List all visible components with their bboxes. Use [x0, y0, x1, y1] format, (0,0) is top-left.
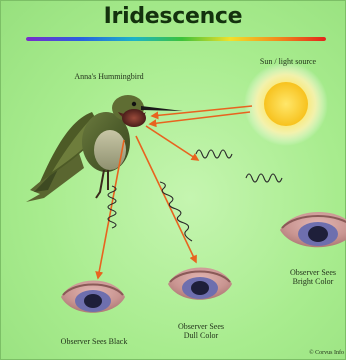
- wave-right-1: [196, 150, 232, 158]
- arrow-sun-to-bird-1: [152, 106, 252, 116]
- bird-label: Anna's Hummingbird: [64, 72, 154, 81]
- observer-dull-label: Observer Sees Dull Color: [172, 322, 230, 340]
- wave-right-2: [246, 174, 282, 182]
- arrow-to-observer-dull: [136, 136, 196, 262]
- light-waves: [108, 150, 282, 241]
- observer-eye-dull: [168, 268, 232, 300]
- observer-black-label: Observer Sees Black: [52, 337, 136, 346]
- observer-bright-label-line2: Bright Color: [283, 277, 343, 286]
- observer-dull-label-line2: Dull Color: [172, 331, 230, 340]
- sun-label: Sun / light source: [250, 57, 326, 66]
- observer-eye-bright: [280, 212, 346, 247]
- arrow-sun-to-bird-2: [150, 112, 250, 124]
- copyright-text: © Corvus Info: [282, 350, 344, 357]
- wave-down-mid: [160, 182, 192, 241]
- observer-bright-label-line1: Observer Sees: [283, 268, 343, 277]
- sun-icon: [244, 62, 328, 146]
- observer-bright-label: Observer Sees Bright Color: [283, 268, 343, 286]
- observer-dull-label-line1: Observer Sees: [172, 322, 230, 331]
- observer-eye-black: [61, 281, 125, 313]
- arrow-to-observer-bright: [146, 126, 198, 160]
